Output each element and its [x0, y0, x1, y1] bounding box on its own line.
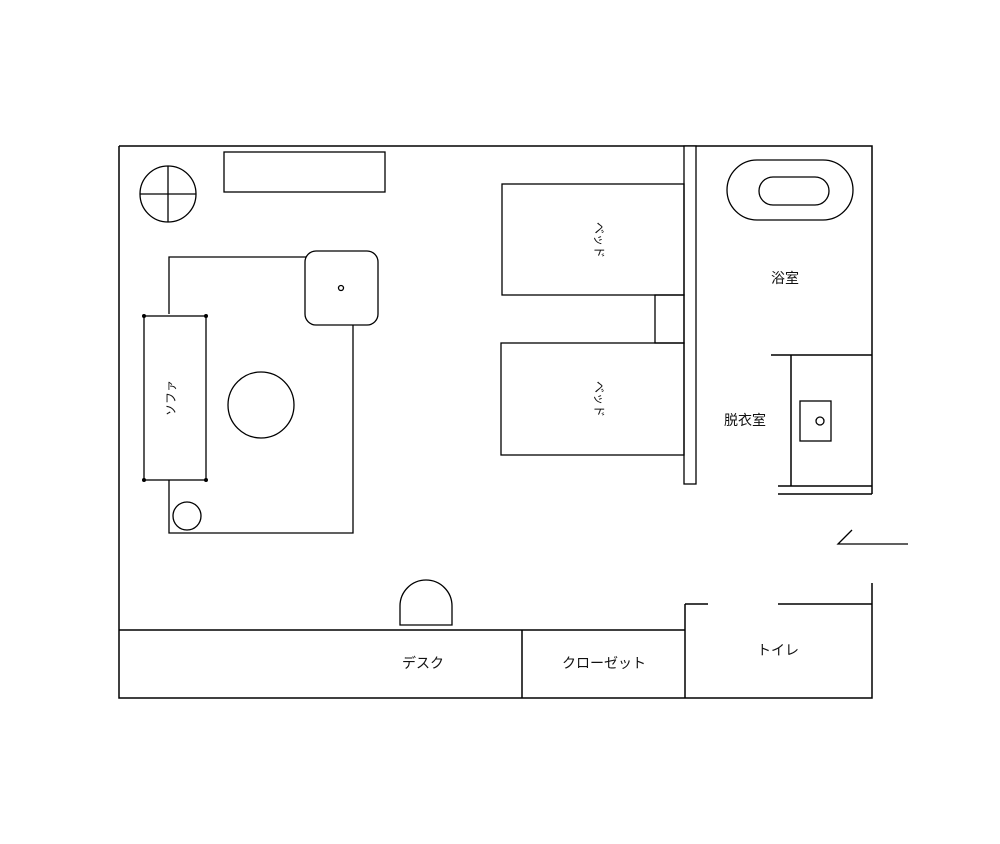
bed-top [501, 183, 685, 296]
desk-closet-strip [119, 604, 686, 698]
label-closet: クローゼット [562, 656, 646, 672]
label-bed-top: ベッド [592, 222, 606, 258]
label-bathroom: 浴室 [771, 270, 799, 287]
sofa [142, 314, 208, 482]
rug [168, 256, 354, 534]
dressing-room-walls [771, 354, 872, 495]
bathtub [726, 159, 854, 221]
label-bed-bottom: ベッド [592, 381, 606, 417]
tv-counter [223, 151, 386, 193]
partition-wall [683, 145, 697, 485]
label-dressing-room: 脱衣室 [724, 412, 766, 429]
floor-lamp [139, 165, 197, 223]
washbasin [799, 400, 832, 442]
side-table [172, 501, 202, 531]
entrance-door [836, 529, 908, 545]
armchair [304, 250, 379, 326]
label-toilet: トイレ [757, 643, 799, 659]
nightstand [654, 294, 685, 344]
desk-chair [399, 579, 453, 626]
outer-walls [118, 145, 873, 699]
coffee-table [227, 371, 295, 439]
label-desk: デスク [402, 655, 444, 672]
label-sofa: ソファ [164, 380, 178, 416]
bed-bottom [500, 342, 685, 456]
